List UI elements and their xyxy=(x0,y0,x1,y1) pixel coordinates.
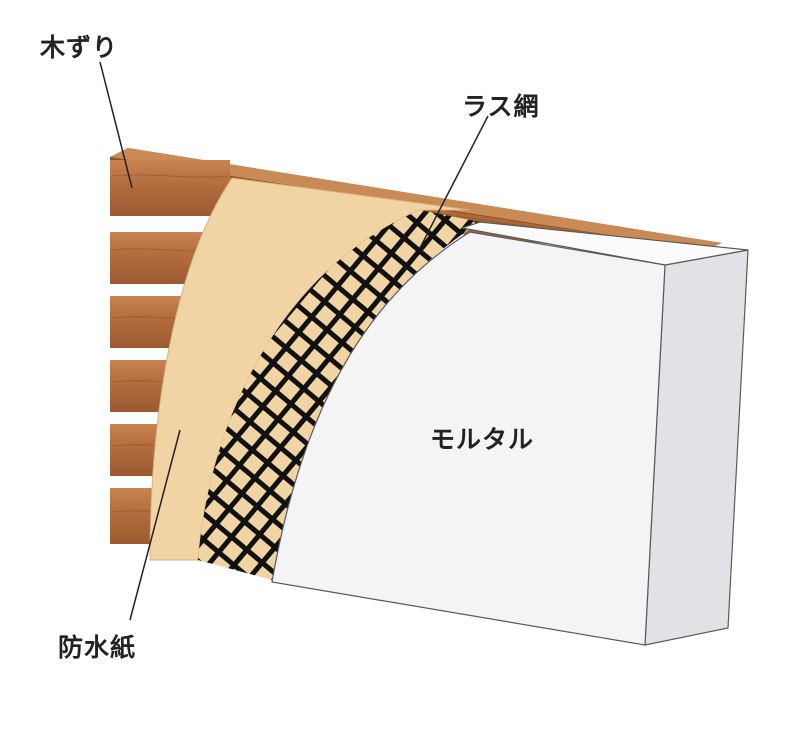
label-lath-mesh: ラス網 xyxy=(462,92,540,121)
mortar-slab xyxy=(271,221,749,646)
label-wood-strips: 木ずり xyxy=(40,33,119,62)
label-mortar: モルタル xyxy=(430,425,535,454)
leader-wood xyxy=(99,61,133,189)
leader-paper xyxy=(129,429,181,621)
leader-lath xyxy=(419,115,489,249)
mortar-top xyxy=(461,221,749,266)
leader-lines xyxy=(99,61,489,621)
mortar-face xyxy=(271,231,666,646)
label-waterproof-paper: 防水紙 xyxy=(58,633,137,662)
